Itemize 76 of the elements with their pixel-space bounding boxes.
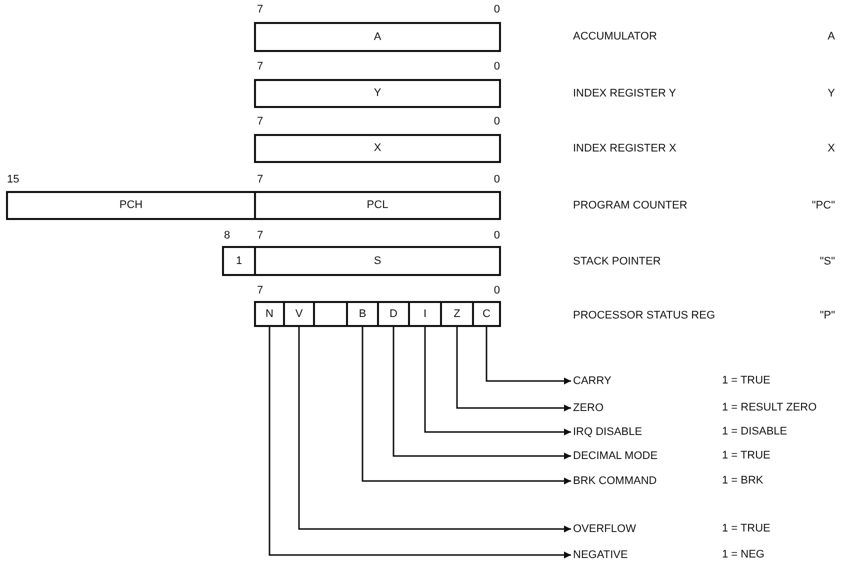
arrow [392,327,571,460]
bit-number: 7 [257,284,264,298]
register-name: INDEX REGISTER X [573,142,676,156]
register-field [254,79,501,108]
bit-number: 7 [257,230,264,242]
register-field [313,301,348,327]
flag-name: IRQ DISABLE [573,426,642,438]
register-field [283,301,315,327]
register-field [222,246,256,276]
flag-name: ZERO [573,402,604,414]
bit-number: 0 [494,230,500,242]
field-label: Z [454,308,460,320]
field-label: V [295,308,303,320]
flag-meaning: 1 = TRUE [722,374,770,388]
field-label: C [482,308,490,320]
arrow [268,327,571,558]
arrow [456,327,571,412]
arrow [486,327,571,384]
register-field [254,246,501,276]
bit-number: 8 [224,230,230,242]
register-field [254,134,501,163]
bit-number: 0 [494,116,500,128]
bit-number: 0 [494,60,500,74]
field-label: PCL [366,199,388,212]
flag-name: NEGATIVE [573,548,628,562]
bit-number: 15 [7,174,20,186]
flag-meaning: 1 = NEG [722,548,764,562]
register-name: PROGRAM COUNTER [573,200,688,212]
register-name: INDEX REGISTER Y [573,88,676,100]
field-label: S [374,254,382,268]
flag-name: CARRY [573,374,612,388]
bit-number: 0 [494,174,500,186]
field-label: D [390,308,398,320]
flag-meaning: 1 = TRUE [722,450,770,462]
bit-number: 7 [257,116,264,128]
field-label: A [374,30,382,44]
register-abbreviation: A [828,30,835,44]
flag-meaning: 1 = DISABLE [722,426,788,438]
flag-meaning: 1 = BRK [722,474,764,488]
register-field [6,191,256,220]
arrow [424,327,571,436]
register-abbreviation: Y [828,88,835,100]
register-name: ACCUMULATOR [573,30,657,44]
register-field [377,301,410,327]
register-field [408,301,442,327]
field-label: I [423,308,427,320]
bit-number: 0 [494,4,500,16]
flag-name: BRK COMMAND [573,474,657,488]
bit-number: 7 [257,60,264,74]
flag-name: DECIMAL MODE [573,450,658,462]
arrow [298,327,571,532]
register-abbreviation: X [828,142,835,156]
register-name: PROCESSOR STATUS REG [573,310,716,322]
field-label: 1 [236,254,242,268]
flag-meaning: 1 = TRUE [722,522,770,536]
field-label: N [266,308,274,320]
register-name: STACK POINTER [573,256,661,268]
register-field [254,22,501,52]
register-field [440,301,474,327]
bit-number: 7 [257,174,264,186]
register-abbreviation: "P" [820,310,835,322]
flag-meaning: 1 = RESULT ZERO [722,402,817,414]
field-label: X [374,142,382,155]
flag-name: OVERFLOW [573,522,636,536]
field-label: Y [374,87,382,100]
register-field [472,301,501,327]
field-label: PCH [119,199,143,212]
register-field [254,301,285,327]
field-label: B [358,308,366,320]
bit-number: 7 [257,4,264,16]
bit-number: 0 [494,284,500,298]
register-abbreviation: "S" [820,256,835,268]
arrow [362,327,571,484]
register-abbreviation: "PC" [812,200,835,212]
register-field [346,301,379,327]
register-field [254,191,501,220]
